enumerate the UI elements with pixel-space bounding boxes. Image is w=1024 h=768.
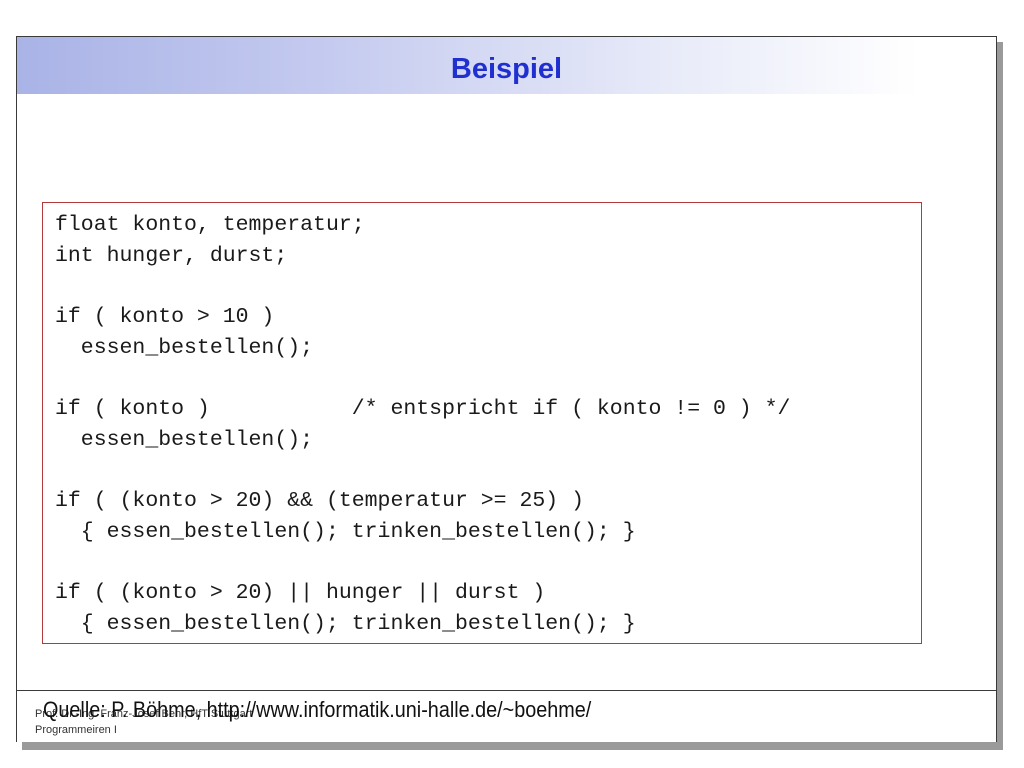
code-line: float konto, temperatur; xyxy=(55,213,365,237)
slide-title: Beispiel xyxy=(450,53,563,85)
code-box: float konto, temperatur; int hunger, dur… xyxy=(42,202,922,644)
code-line: if ( konto > 10 ) xyxy=(55,305,275,330)
code-line: { essen_bestellen(); trinken_bestellen()… xyxy=(55,520,636,545)
code-listing: float konto, temperatur; int hunger, dur… xyxy=(55,210,790,640)
slide: Beispiel float konto, temperatur; int hu… xyxy=(16,36,997,742)
title-bar xyxy=(17,37,996,94)
code-line: { essen_bestellen(); trinken_bestellen()… xyxy=(55,612,636,637)
code-line: essen_bestellen(); xyxy=(55,427,314,452)
code-line: essen_bestellen(); xyxy=(55,335,314,360)
code-line: if ( konto ) /* entspricht if ( konto !=… xyxy=(55,397,791,422)
footer-author: Prof. Dr.-Ing. Franz-Josef Behr, HfT Stu… xyxy=(35,708,253,720)
code-line: if ( (konto > 20) || hunger || durst ) xyxy=(55,581,546,606)
footer-course: Programmeiren I xyxy=(35,724,117,736)
source-citation: Quelle: P. Böhme, http://www.informatik.… xyxy=(43,697,592,722)
code-line: int hunger, durst; xyxy=(55,243,288,268)
code-line: if ( (konto > 20) && (temperatur >= 25) … xyxy=(55,489,584,514)
footer: Prof. Dr.-Ing. Franz-Josef Behr, HfT Stu… xyxy=(17,690,996,742)
